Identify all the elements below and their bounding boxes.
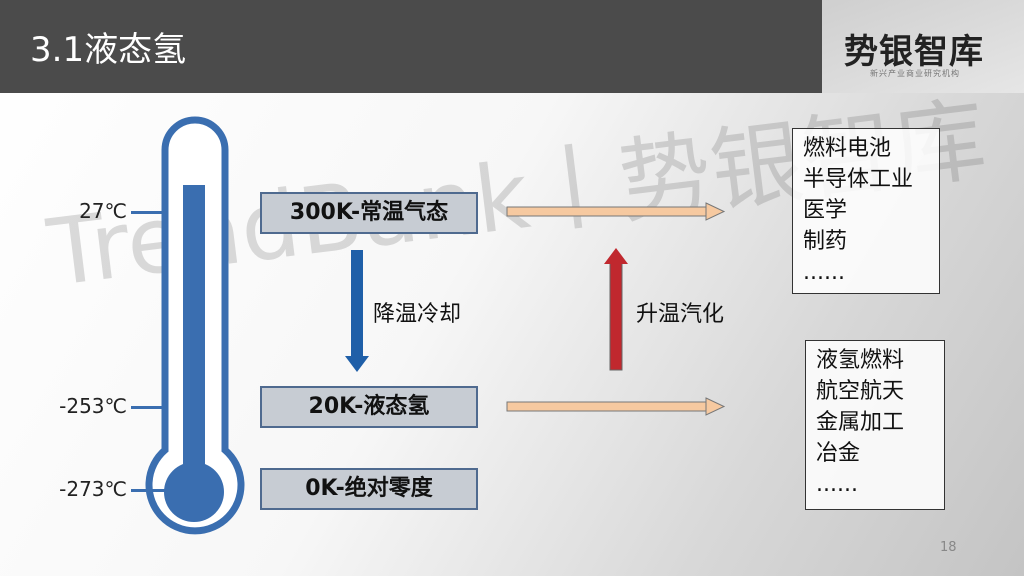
tick-line — [131, 489, 165, 492]
liquid-applications-box: 液氢燃料 航空航天 金属加工 冶金 ...... — [805, 340, 945, 510]
list-item: 液氢燃料 — [816, 348, 905, 373]
stage-20k: 20K-液态氢 — [260, 386, 478, 428]
logo-subtitle: 新兴产业商业研究机构 — [870, 69, 960, 78]
heat-label: 升温汽化 — [636, 302, 725, 327]
list-item: 航空航天 — [816, 379, 905, 404]
flow-arrow-gas-icon — [506, 202, 726, 221]
thermometer-icon — [145, 116, 245, 535]
header-bar: 3.1液态氢 — [0, 0, 822, 93]
flow-arrow-liquid-icon — [506, 397, 726, 416]
stage-300k: 300K-常温气态 — [260, 192, 478, 234]
heat-arrow-icon — [604, 248, 628, 371]
page-title: 3.1液态氢 — [30, 30, 187, 70]
tick-line — [131, 211, 165, 214]
tick-label-273: -273℃ — [59, 477, 127, 501]
gas-applications-box: 燃料电池 半导体工业 医学 制药 ...... — [792, 128, 940, 294]
stage-0k: 0K-绝对零度 — [260, 468, 478, 510]
logo: 势银智库 新兴产业商业研究机构 — [822, 0, 1024, 93]
list-item: ...... — [803, 260, 845, 285]
list-item: 金属加工 — [816, 410, 905, 435]
cool-arrow-icon — [345, 250, 369, 372]
list-item: 冶金 — [816, 441, 861, 466]
cool-label: 降温冷却 — [373, 302, 462, 327]
tick-line — [131, 406, 165, 409]
tick-label-27: 27℃ — [79, 199, 127, 223]
list-item: ...... — [816, 472, 858, 497]
list-item: 医学 — [803, 198, 848, 223]
list-item: 半导体工业 — [803, 167, 914, 192]
list-item: 制药 — [803, 229, 848, 254]
tick-label-253: -253℃ — [59, 394, 127, 418]
logo-name: 势银智库 — [844, 32, 984, 72]
list-item: 燃料电池 — [803, 136, 892, 161]
page-number: 18 — [940, 540, 957, 555]
